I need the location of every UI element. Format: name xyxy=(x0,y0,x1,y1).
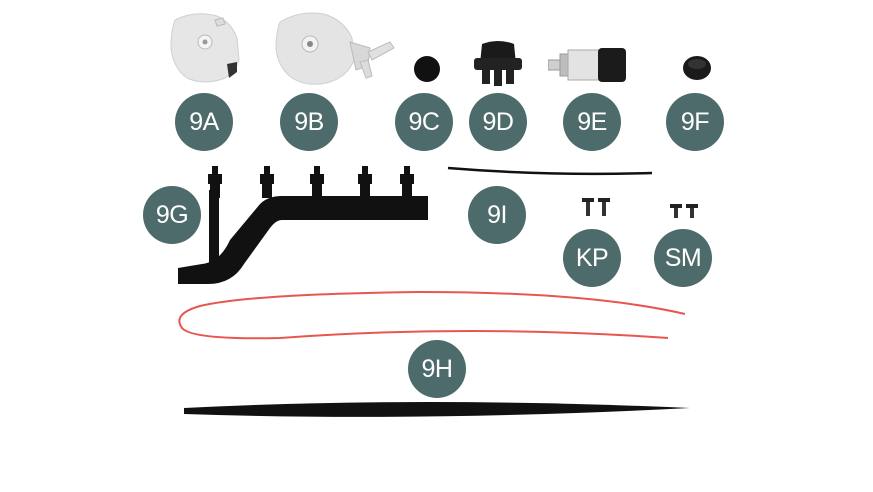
cylinder-fitting-icon xyxy=(548,48,626,82)
part-label-9I: 9I xyxy=(468,186,526,244)
connector-block-icon xyxy=(474,41,522,86)
part-label-9G: 9G xyxy=(143,186,201,244)
part-label-9D: 9D xyxy=(469,93,527,151)
fan-housing-icon xyxy=(170,13,240,83)
part-label-KP: KP xyxy=(563,229,621,287)
part-label-9C: 9C xyxy=(395,93,453,151)
rubber-plug-icon xyxy=(414,56,440,82)
part-label-9E: 9E xyxy=(563,93,621,151)
screw-pair-icon xyxy=(582,198,610,216)
small-screw-pair-icon xyxy=(670,204,698,218)
fuel-rail-manifold-icon xyxy=(178,166,428,284)
part-label-9A: 9A xyxy=(175,93,233,151)
part-label-9H: 9H xyxy=(408,340,466,398)
part-label-SM: SM xyxy=(654,229,712,287)
part-label-9F: 9F xyxy=(666,93,724,151)
part-label-9B: 9B xyxy=(280,93,338,151)
round-cap-icon xyxy=(683,56,711,80)
red-and-black-tubes-icon xyxy=(178,290,690,417)
black-wire-icon xyxy=(447,166,653,176)
fan-housing-with-nozzle-icon xyxy=(275,12,395,85)
